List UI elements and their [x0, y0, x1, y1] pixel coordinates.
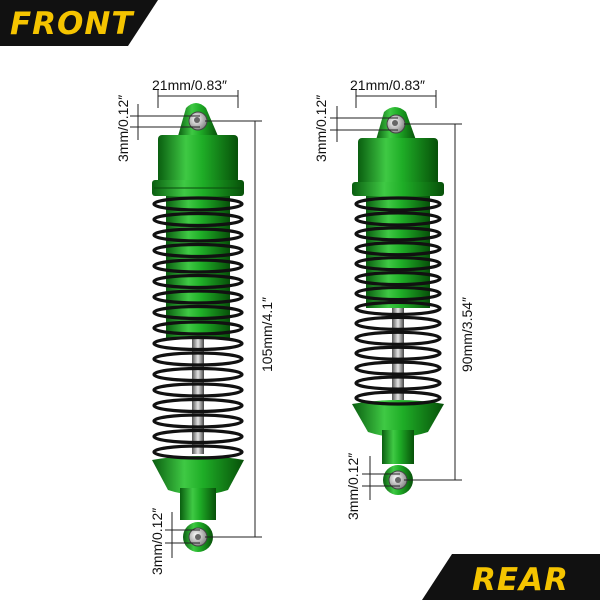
spring-coil	[152, 273, 244, 290]
front-dimensions: 21mm/0.83″ 3mm/0.12″ 105mm/4.1″ 3mm/0.12…	[115, 77, 275, 575]
spring-coil	[152, 320, 244, 336]
spring-coil	[152, 196, 244, 212]
front-bottom-hole-label: 3mm/0.12″	[149, 508, 165, 575]
rear-width-label: 21mm/0.83″	[350, 77, 425, 93]
spring-coil	[354, 300, 442, 317]
spring-coil	[354, 226, 442, 242]
spring-coil	[354, 345, 442, 361]
rear-shock	[352, 107, 444, 495]
spring-coil	[354, 315, 442, 331]
spring-coil	[152, 258, 244, 274]
spring-coil	[354, 330, 442, 346]
spring-coil	[152, 351, 244, 367]
rear-top-hole-label: 3mm/0.12″	[313, 95, 329, 162]
spring-coil	[152, 211, 244, 228]
front-shock	[152, 103, 244, 552]
front-badge: FRONT	[0, 0, 158, 46]
rear-badge-label: REAR	[472, 562, 569, 598]
spring-coil	[152, 242, 244, 259]
spring-coil	[354, 211, 442, 227]
front-badge-label: FRONT	[10, 6, 135, 42]
spring-coil	[354, 390, 442, 406]
spring-coil	[152, 366, 244, 383]
rear-badge: REAR	[422, 554, 600, 600]
spring-coil	[152, 335, 244, 352]
rear-dimensions: 21mm/0.83″ 3mm/0.12″ 90mm/3.54″ 3mm/0.12…	[313, 77, 475, 520]
spring-coil	[354, 375, 442, 391]
spring-coil	[152, 413, 244, 429]
spring-coil	[354, 196, 442, 212]
rear-bottom-hole-label: 3mm/0.12″	[345, 453, 361, 520]
spring-coil	[354, 241, 442, 257]
rear-length-label: 90mm/3.54″	[459, 297, 475, 372]
spring-coil	[354, 360, 442, 376]
front-width-label: 21mm/0.83″	[152, 77, 227, 93]
spring-coil	[152, 382, 244, 398]
spring-coil	[354, 285, 442, 302]
spring-coil	[152, 304, 244, 321]
spring-coil	[152, 397, 244, 414]
spring-coil	[354, 271, 442, 287]
front-length-label: 105mm/4.1″	[259, 297, 275, 372]
spring-coil	[152, 289, 244, 305]
spring-coil	[152, 227, 244, 243]
spring-coil	[152, 428, 244, 445]
spring-coil	[152, 444, 244, 460]
front-top-hole-label: 3mm/0.12″	[115, 95, 131, 162]
spring-coil	[354, 256, 442, 272]
